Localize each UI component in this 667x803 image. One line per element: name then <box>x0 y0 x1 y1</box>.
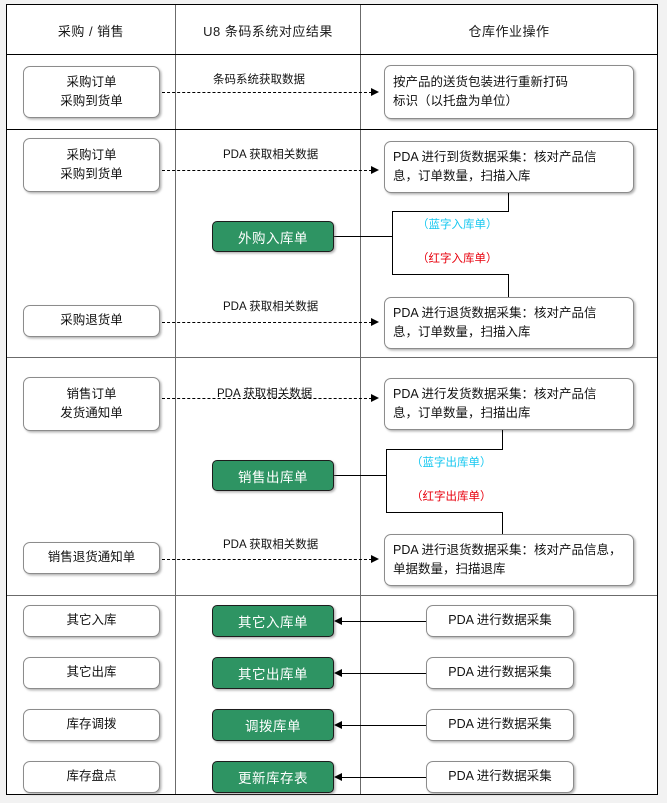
arrowhead-right-3 <box>371 317 379 326</box>
bracket-spine-1 <box>392 211 393 275</box>
connector-dashed-3 <box>162 322 372 323</box>
box-text: PDA 进行数据采集 <box>448 769 552 784</box>
flow-table-frame: 采购 / 销售 U8 条码系统对应结果 仓库作业操作 采购订单采购到货单 条码系… <box>6 4 658 795</box>
arrowhead-left-4 <box>334 668 342 677</box>
box-text: PDA 进行数据采集 <box>448 665 552 680</box>
section-divider-3 <box>7 595 657 596</box>
box-pda-arrival-collect[interactable]: PDA 进行到货数据采集：核对产品信息，订单数量，扫描入库 <box>384 141 634 193</box>
box-other-outbound-src[interactable]: 其它出库 <box>23 657 160 689</box>
box-stock-transfer-result[interactable]: 调拨库单 <box>212 709 334 741</box>
box-text: 其它出库单 <box>238 667 308 682</box>
box-text: 采购订单采购到货单 <box>60 147 123 181</box>
bracket-top-stem-2 <box>502 430 503 450</box>
column-divider-2 <box>360 5 361 794</box>
note-blue-inbound: （蓝字入库单） <box>417 219 498 231</box>
connector-solid-4 <box>342 777 432 778</box>
bracket-top-arm-2 <box>386 449 503 450</box>
box-text: PDA 进行发货数据采集：核对产品信息，订单数量，扫描出库 <box>393 386 597 420</box>
box-text: 库存调拨 <box>66 717 117 732</box>
box-purchase-order-arrival-2[interactable]: 采购订单采购到货单 <box>23 138 160 192</box>
arrowhead-right-5 <box>371 554 379 563</box>
box-text: 销售退货通知单 <box>47 550 136 565</box>
arrowhead-left-5 <box>334 720 342 729</box>
connector-solid-3 <box>342 725 432 726</box>
connector-dashed-2 <box>162 170 372 171</box>
box-other-inbound-result[interactable]: 其它入库单 <box>212 605 334 637</box>
arrowhead-left-6 <box>334 772 342 781</box>
section-divider-1 <box>7 129 657 130</box>
box-text: 外购入库单 <box>238 230 308 246</box>
box-text: 销售订单发货通知单 <box>60 386 123 420</box>
bracket-top-arm-1 <box>392 211 509 212</box>
note-red-inbound: （红字入库单） <box>417 253 498 265</box>
box-purchase-return[interactable]: 采购退货单 <box>23 305 160 337</box>
label-pda-fetch-3: PDA 获取相关数据 <box>217 388 313 400</box>
box-repack-relabel[interactable]: 按产品的送货包装进行重新打码标识（以托盘为单位） <box>384 65 634 119</box>
label-pda-fetch-4: PDA 获取相关数据 <box>223 539 319 551</box>
section-divider-2 <box>7 357 657 358</box>
note-red-outbound: （红字出库单） <box>411 491 492 503</box>
connector-dashed-5 <box>162 559 372 560</box>
box-purchase-order-arrival-1[interactable]: 采购订单采购到货单 <box>23 66 160 118</box>
box-text: 销售出库单 <box>238 469 308 485</box>
box-pda-collect-3[interactable]: PDA 进行数据采集 <box>426 709 574 741</box>
box-text: PDA 进行退货数据采集：核对产品信息，订单数量，扫描入库 <box>393 305 597 339</box>
box-text: 其它入库 <box>66 613 117 628</box>
box-text: 采购订单采购到货单 <box>60 74 123 108</box>
box-stock-count-result[interactable]: 更新库存表 <box>212 761 334 793</box>
box-text: 按产品的送货包装进行重新打码标识（以托盘为单位） <box>393 74 569 108</box>
box-text: 库存盘点 <box>66 769 117 784</box>
arrowhead-left-3 <box>334 616 342 625</box>
box-pda-collect-4[interactable]: PDA 进行数据采集 <box>426 761 574 793</box>
bracket-top-stem-1 <box>508 193 509 212</box>
box-pda-sales-return-collect[interactable]: PDA 进行退货数据采集：核对产品信息，单据数量，扫描退库 <box>384 534 634 586</box>
connector-solid-2 <box>342 673 432 674</box>
box-pda-purchase-return-collect[interactable]: PDA 进行退货数据采集：核对产品信息，订单数量，扫描入库 <box>384 297 634 349</box>
note-blue-outbound: （蓝字出库单） <box>411 457 492 469</box>
box-sales-order-shipnotice[interactable]: 销售订单发货通知单 <box>23 377 160 431</box>
box-text: PDA 进行数据采集 <box>448 613 552 628</box>
box-other-outbound-result[interactable]: 其它出库单 <box>212 657 334 689</box>
column-header-warehouse-ops: 仓库作业操作 <box>468 23 550 39</box>
bracket-bottom-arm-2 <box>386 512 503 513</box>
box-text: 其它入库单 <box>238 615 308 630</box>
label-pda-fetch-2: PDA 获取相关数据 <box>223 301 319 313</box>
box-text: PDA 进行数据采集 <box>448 717 552 732</box>
bracket-bottom-stem-1 <box>508 274 509 319</box>
box-text: PDA 进行退货数据采集：核对产品信息，单据数量，扫描退库 <box>393 542 622 576</box>
column-header-purchase-sales: 采购 / 销售 <box>57 23 125 39</box>
box-pda-collect-2[interactable]: PDA 进行数据采集 <box>426 657 574 689</box>
connector-dashed-1 <box>162 92 372 93</box>
box-other-inbound-src[interactable]: 其它入库 <box>23 605 160 637</box>
connector-dashed-4 <box>162 398 372 399</box>
label-pda-fetch-1: PDA 获取相关数据 <box>223 149 319 161</box>
bracket-spine-2 <box>386 449 387 513</box>
column-divider-1 <box>175 5 176 794</box>
box-stock-count-src[interactable]: 库存盘点 <box>23 761 160 793</box>
header-divider <box>7 54 657 55</box>
arrowhead-right-4 <box>371 393 379 402</box>
column-header-u8-result: U8 条码系统对应结果 <box>203 23 333 39</box>
box-text: PDA 进行到货数据采集：核对产品信息，订单数量，扫描入库 <box>393 149 597 183</box>
box-text: 更新库存表 <box>238 771 308 786</box>
box-pda-ship-collect[interactable]: PDA 进行发货数据采集：核对产品信息，订单数量，扫描出库 <box>384 378 634 430</box>
box-text: 采购退货单 <box>60 313 123 328</box>
box-sales-return-notice[interactable]: 销售退货通知单 <box>23 542 160 574</box>
box-text: 其它出库 <box>66 665 117 680</box>
box-result-purchase-inbound[interactable]: 外购入库单 <box>212 221 334 252</box>
label-barcode-system-fetch: 条码系统获取数据 <box>213 74 305 86</box>
connector-solid-1 <box>342 621 432 622</box>
bracket-out-arm-1 <box>334 236 393 237</box>
box-result-sales-outbound[interactable]: 销售出库单 <box>212 460 334 491</box>
bracket-out-arm-2 <box>334 475 387 476</box>
bracket-bottom-arm-1 <box>392 274 509 275</box>
box-text: 调拨库单 <box>245 719 301 734</box>
arrowhead-right-2 <box>371 165 379 174</box>
arrowhead-right-1 <box>371 87 379 96</box>
box-pda-collect-1[interactable]: PDA 进行数据采集 <box>426 605 574 637</box>
box-stock-transfer-src[interactable]: 库存调拨 <box>23 709 160 741</box>
